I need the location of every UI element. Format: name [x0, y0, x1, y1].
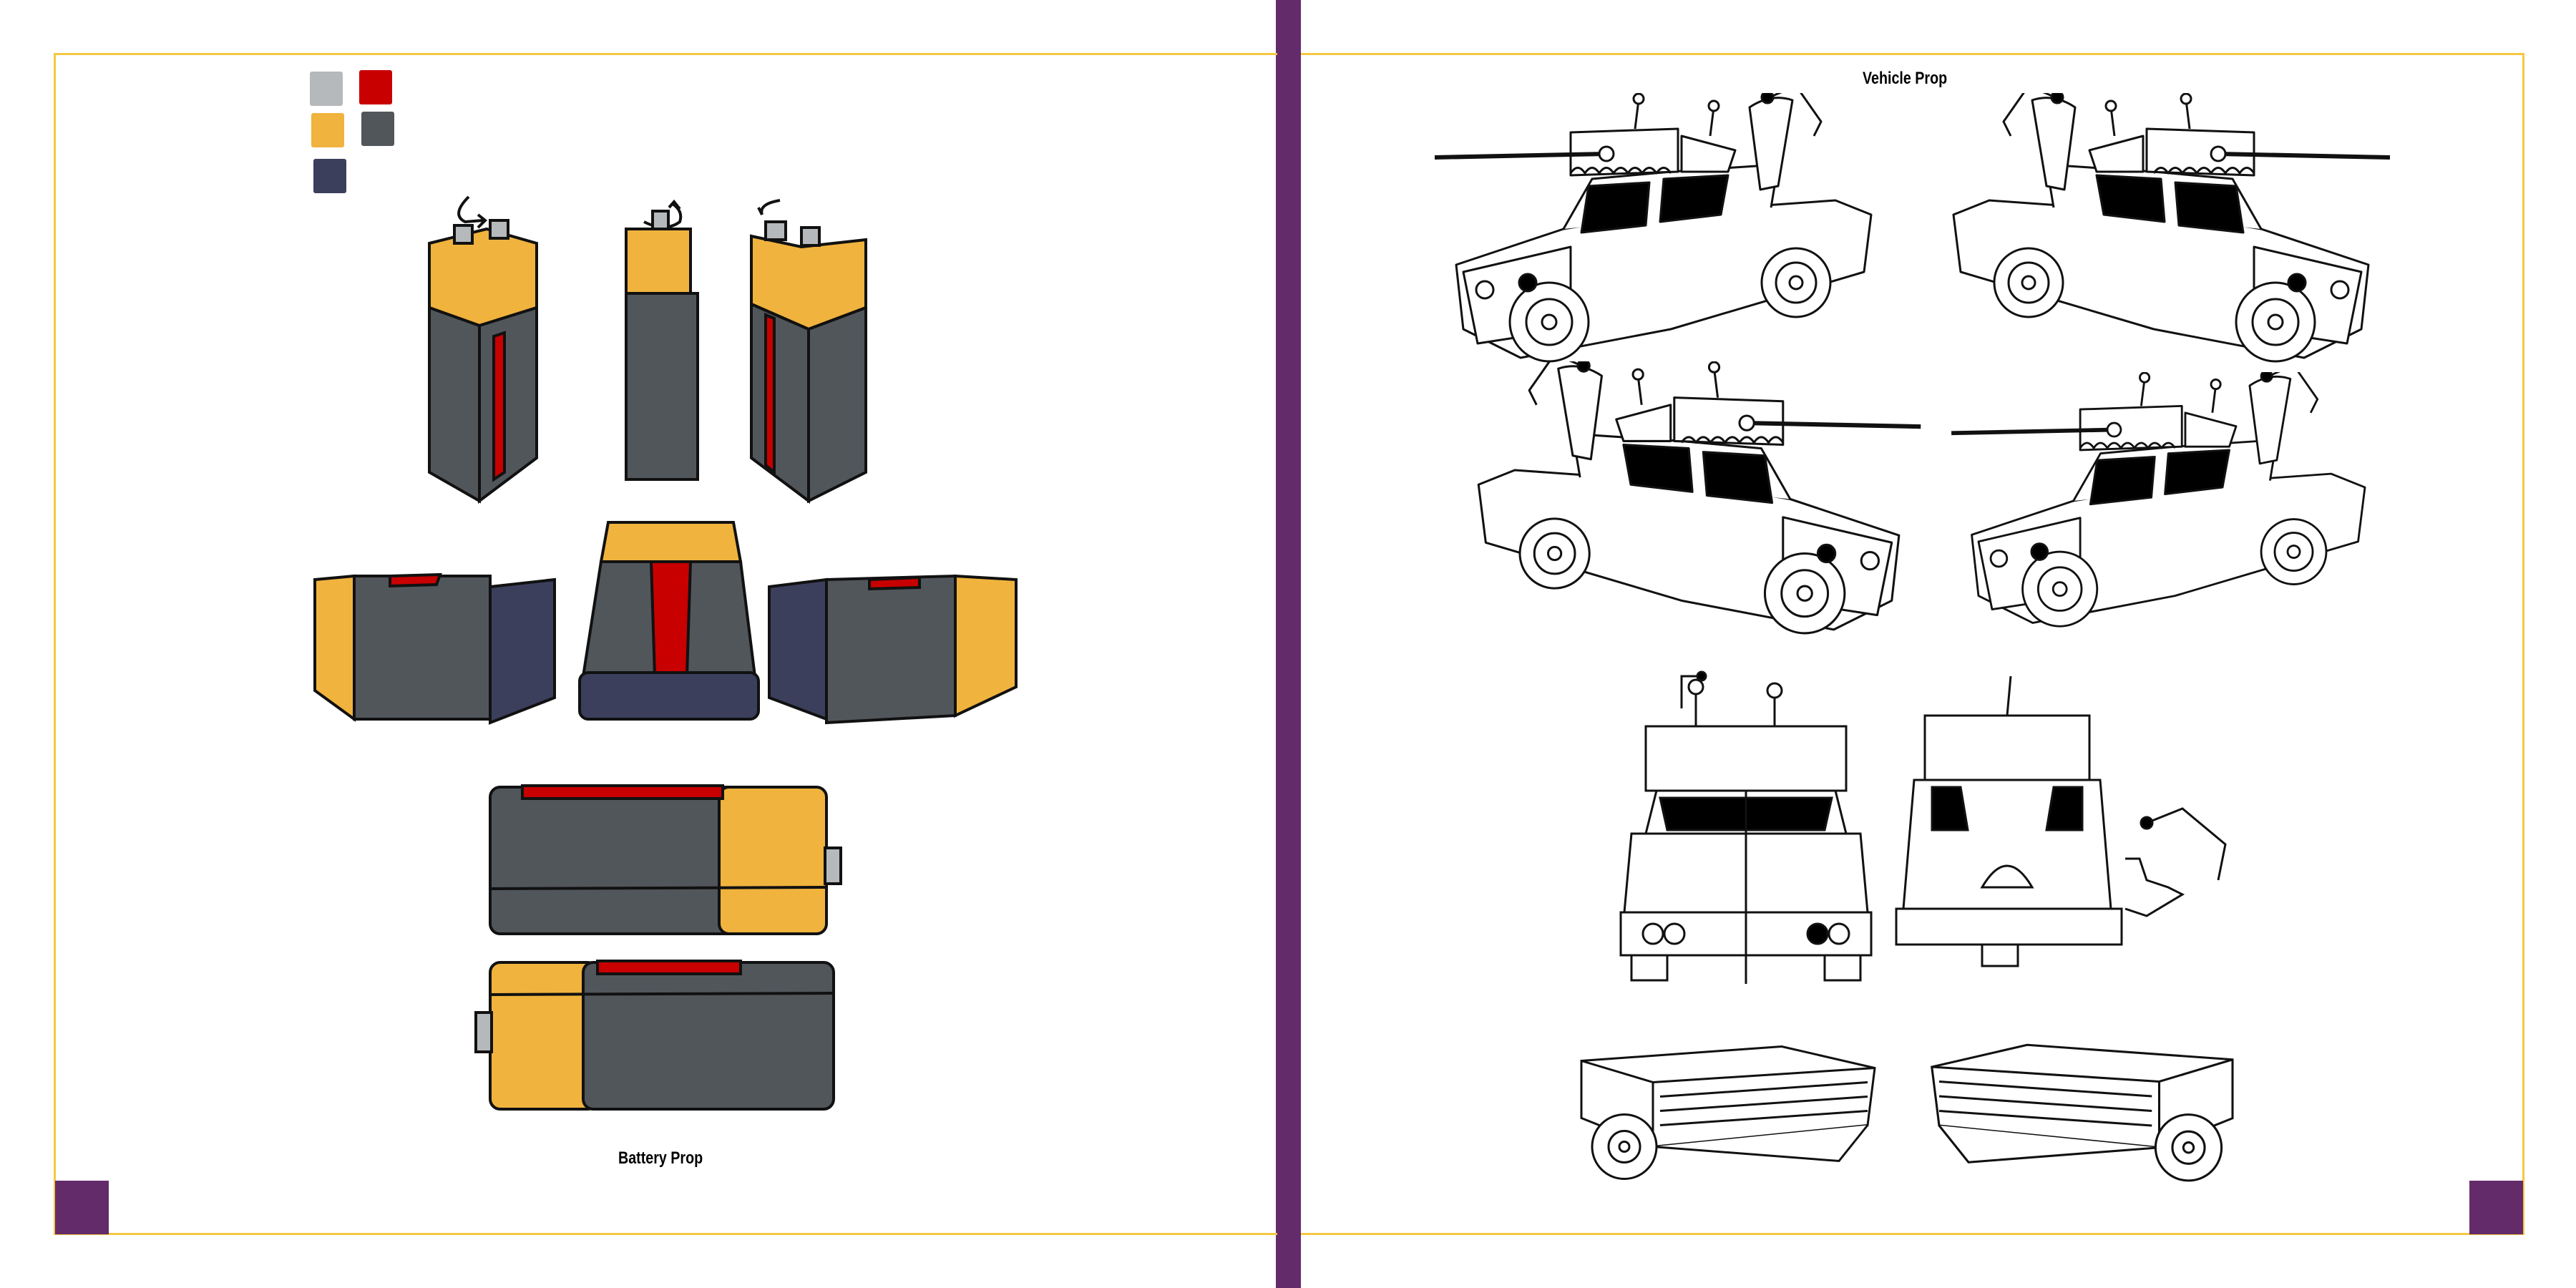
book-spine — [1276, 0, 1301, 1288]
battery-prop-title: Battery Prop — [618, 1148, 703, 1168]
battery-side-views — [474, 784, 842, 1111]
palette-swatch-light-gray — [310, 72, 343, 106]
left-page-frame — [54, 53, 1277, 1235]
vehicle-view-rear-right — [1925, 93, 2390, 365]
palette-swatch-navy — [313, 159, 346, 193]
right-page-corner-marker — [2469, 1181, 2523, 1234]
vehicle-view-front-left — [1435, 93, 1900, 365]
vehicle-view-front — [1619, 670, 1873, 984]
battery-tilted-center — [578, 521, 760, 721]
battery-tilted-views — [313, 521, 1018, 725]
palette-swatch-dark-gray — [361, 112, 394, 146]
battery-view-front — [625, 210, 699, 481]
battery-side-bottom — [474, 960, 835, 1111]
battery-upright-views — [428, 195, 867, 504]
vehicle-view-rear — [1895, 675, 2227, 967]
battery-tilted-left — [313, 572, 556, 725]
vehicle-view-front-right — [1438, 361, 1932, 637]
battery-view-right — [750, 220, 867, 504]
palette-swatch-yellow — [311, 113, 344, 147]
trailer-view-right — [1931, 1043, 2234, 1182]
palette-swatch-red — [359, 70, 392, 104]
trailer-view-left — [1580, 1045, 1876, 1181]
vehicle-view-rear-left — [1943, 372, 2401, 630]
vehicle-prop-title: Vehicle Prop — [1863, 69, 1948, 88]
left-page-corner-marker — [55, 1181, 109, 1234]
battery-tilted-right — [768, 574, 1018, 725]
battery-side-top — [489, 784, 842, 935]
battery-view-left — [428, 219, 538, 504]
right-page-frame — [1301, 53, 2524, 1235]
